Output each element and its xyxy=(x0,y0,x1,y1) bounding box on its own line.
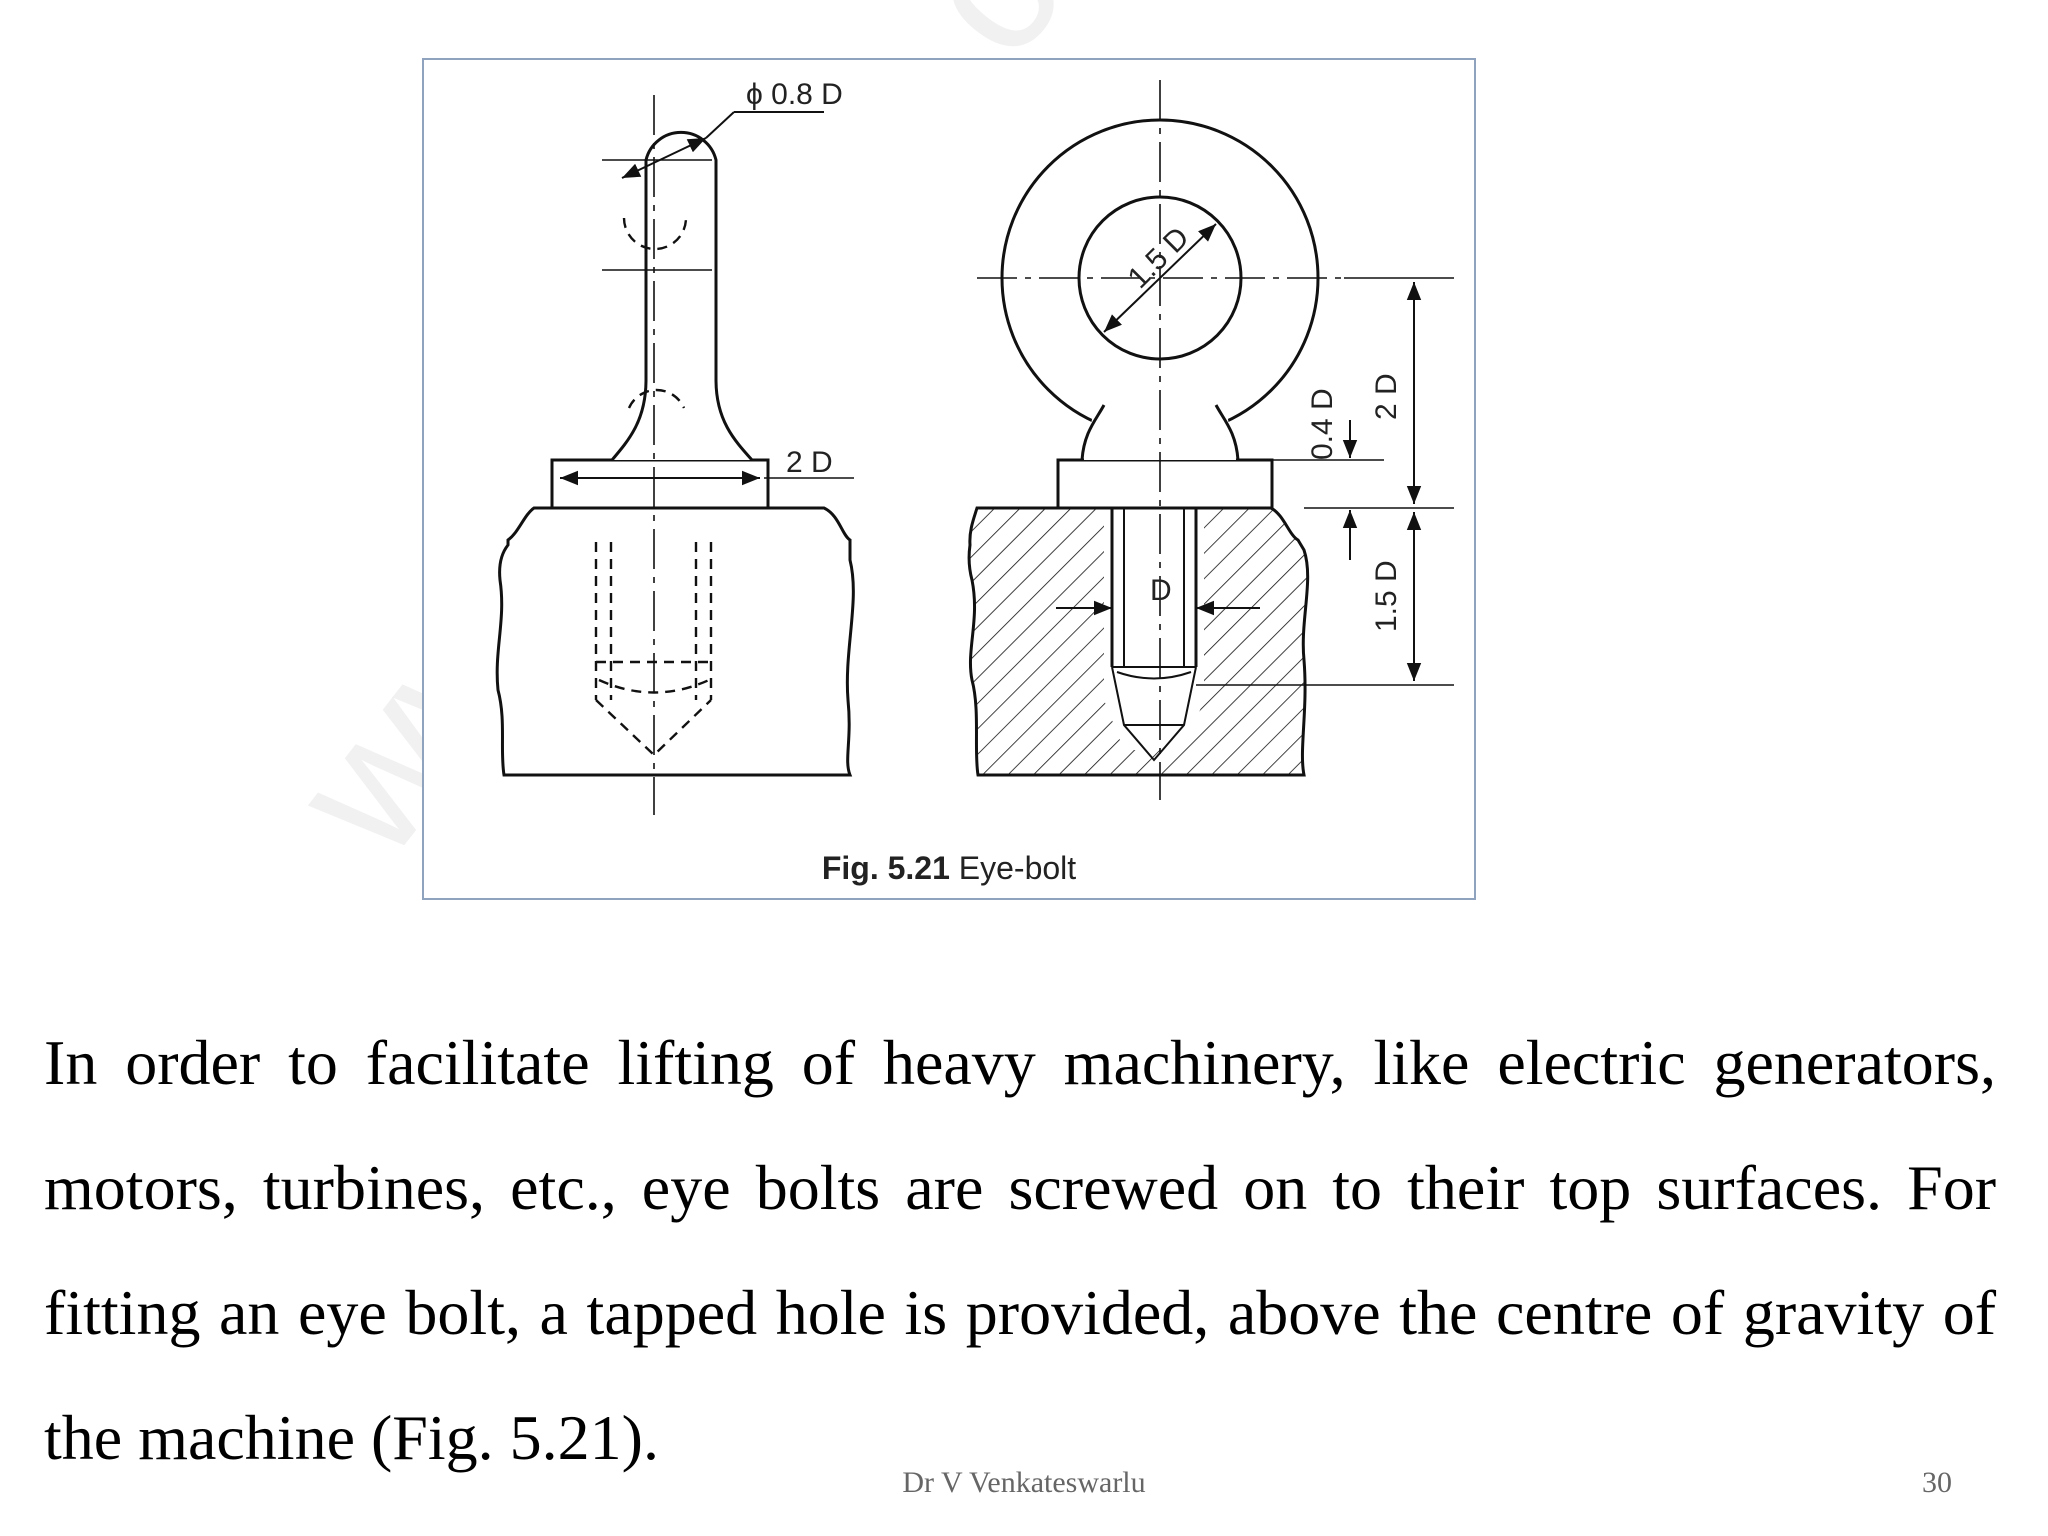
dim-2d-right: 2 D xyxy=(1370,373,1403,420)
body-paragraph: In order to facilitate lifting of heavy … xyxy=(44,1027,1996,1473)
dim-15d-depth: 1.5 D xyxy=(1370,560,1403,632)
dim-04d: 0.4 D xyxy=(1306,388,1339,460)
dim-d: D xyxy=(1150,574,1172,607)
section-view xyxy=(967,80,1454,800)
dim-phi-08d: ϕ 0.8 D xyxy=(746,78,843,111)
dim-2d-left: 2 D xyxy=(786,446,833,479)
footer-author: Dr V Venkateswarlu xyxy=(902,1466,1146,1499)
side-view xyxy=(495,95,855,815)
figure-caption: Fig. 5.21 Eye-bolt xyxy=(424,850,1474,887)
figure-eye-bolt: ϕ 0.8 D 2 D 1.5 D 0.4 D 2 D D 1.5 D Fig.… xyxy=(422,58,1476,900)
caption-text: Eye-bolt xyxy=(949,850,1077,886)
caption-label: Fig. 5.21 xyxy=(821,850,950,886)
eye-bolt-drawing: ϕ 0.8 D 2 D 1.5 D 0.4 D 2 D D 1.5 D xyxy=(495,78,1454,815)
page-number: 30 xyxy=(1922,1466,1952,1499)
